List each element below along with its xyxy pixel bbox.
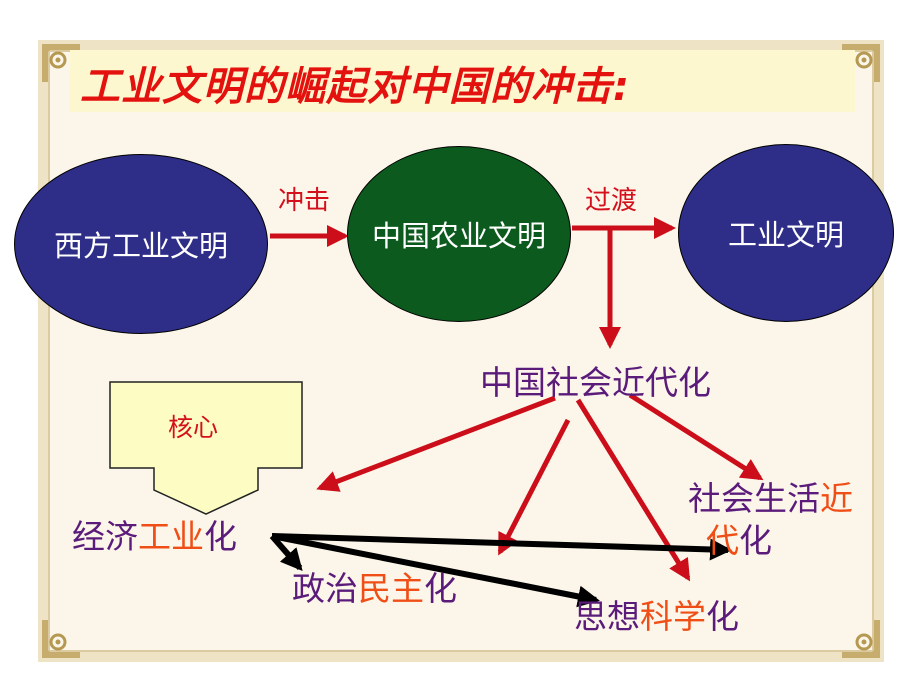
corner-ornament-icon — [838, 616, 884, 662]
economy-to-social — [271, 533, 732, 561]
social-text-2b: 化 — [739, 521, 772, 560]
thought-text-part2: 科学 — [640, 597, 706, 636]
social-text-1b: 近 — [820, 479, 853, 518]
social-life-modernization-node: 社会生活近 代化 — [688, 478, 853, 562]
western-industrial-civilization-node: 西方工业文明 — [14, 154, 268, 334]
economy-text-part3: 化 — [204, 517, 237, 556]
transition-label: 过渡 — [585, 186, 638, 216]
industrial-civilization-node: 工业文明 — [678, 144, 894, 322]
china-modernization-node: 中国社会近代化 — [480, 363, 711, 402]
economy-text-part1: 经济 — [72, 517, 138, 556]
link-to-politics — [497, 418, 571, 556]
link-to-thought — [575, 398, 691, 582]
impact-label: 冲击 — [278, 186, 331, 216]
thought-scientization-node: 思想科学化 — [574, 590, 739, 638]
social-line-1: 社会生活近 — [688, 478, 853, 520]
economy-text-part2: 工业 — [138, 517, 204, 556]
thought-text-part1: 思想 — [574, 597, 640, 636]
politics-text-part2: 民主 — [358, 569, 424, 608]
social-text-1a: 社会生活 — [688, 479, 820, 518]
core-callout — [109, 381, 303, 515]
economy-to-politics — [269, 534, 303, 572]
social-text-2a: 代 — [706, 521, 739, 560]
economic-industrialization-node: 经济工业化 — [72, 510, 237, 558]
core-label: 核心 — [168, 413, 219, 442]
corner-ornament-icon — [838, 40, 884, 86]
parchment-frame — [38, 40, 884, 662]
title-band — [70, 50, 855, 112]
thought-text-part3: 化 — [706, 597, 739, 636]
corner-ornament-icon — [38, 616, 84, 662]
page-title: 工业文明的崛起对中国的冲击: — [80, 64, 630, 110]
chinese-agricultural-civilization-node: 中国农业文明 — [347, 146, 571, 322]
economy-to-thought — [271, 533, 600, 608]
social-line-2: 代化 — [688, 520, 853, 562]
corner-ornament-icon — [38, 40, 84, 86]
link-to-social — [628, 392, 764, 481]
politics-text-part3: 化 — [424, 569, 457, 608]
politics-text-part1: 政治 — [292, 569, 358, 608]
political-democratization-node: 政治民主化 — [292, 562, 457, 610]
link-to-economy — [316, 395, 556, 492]
